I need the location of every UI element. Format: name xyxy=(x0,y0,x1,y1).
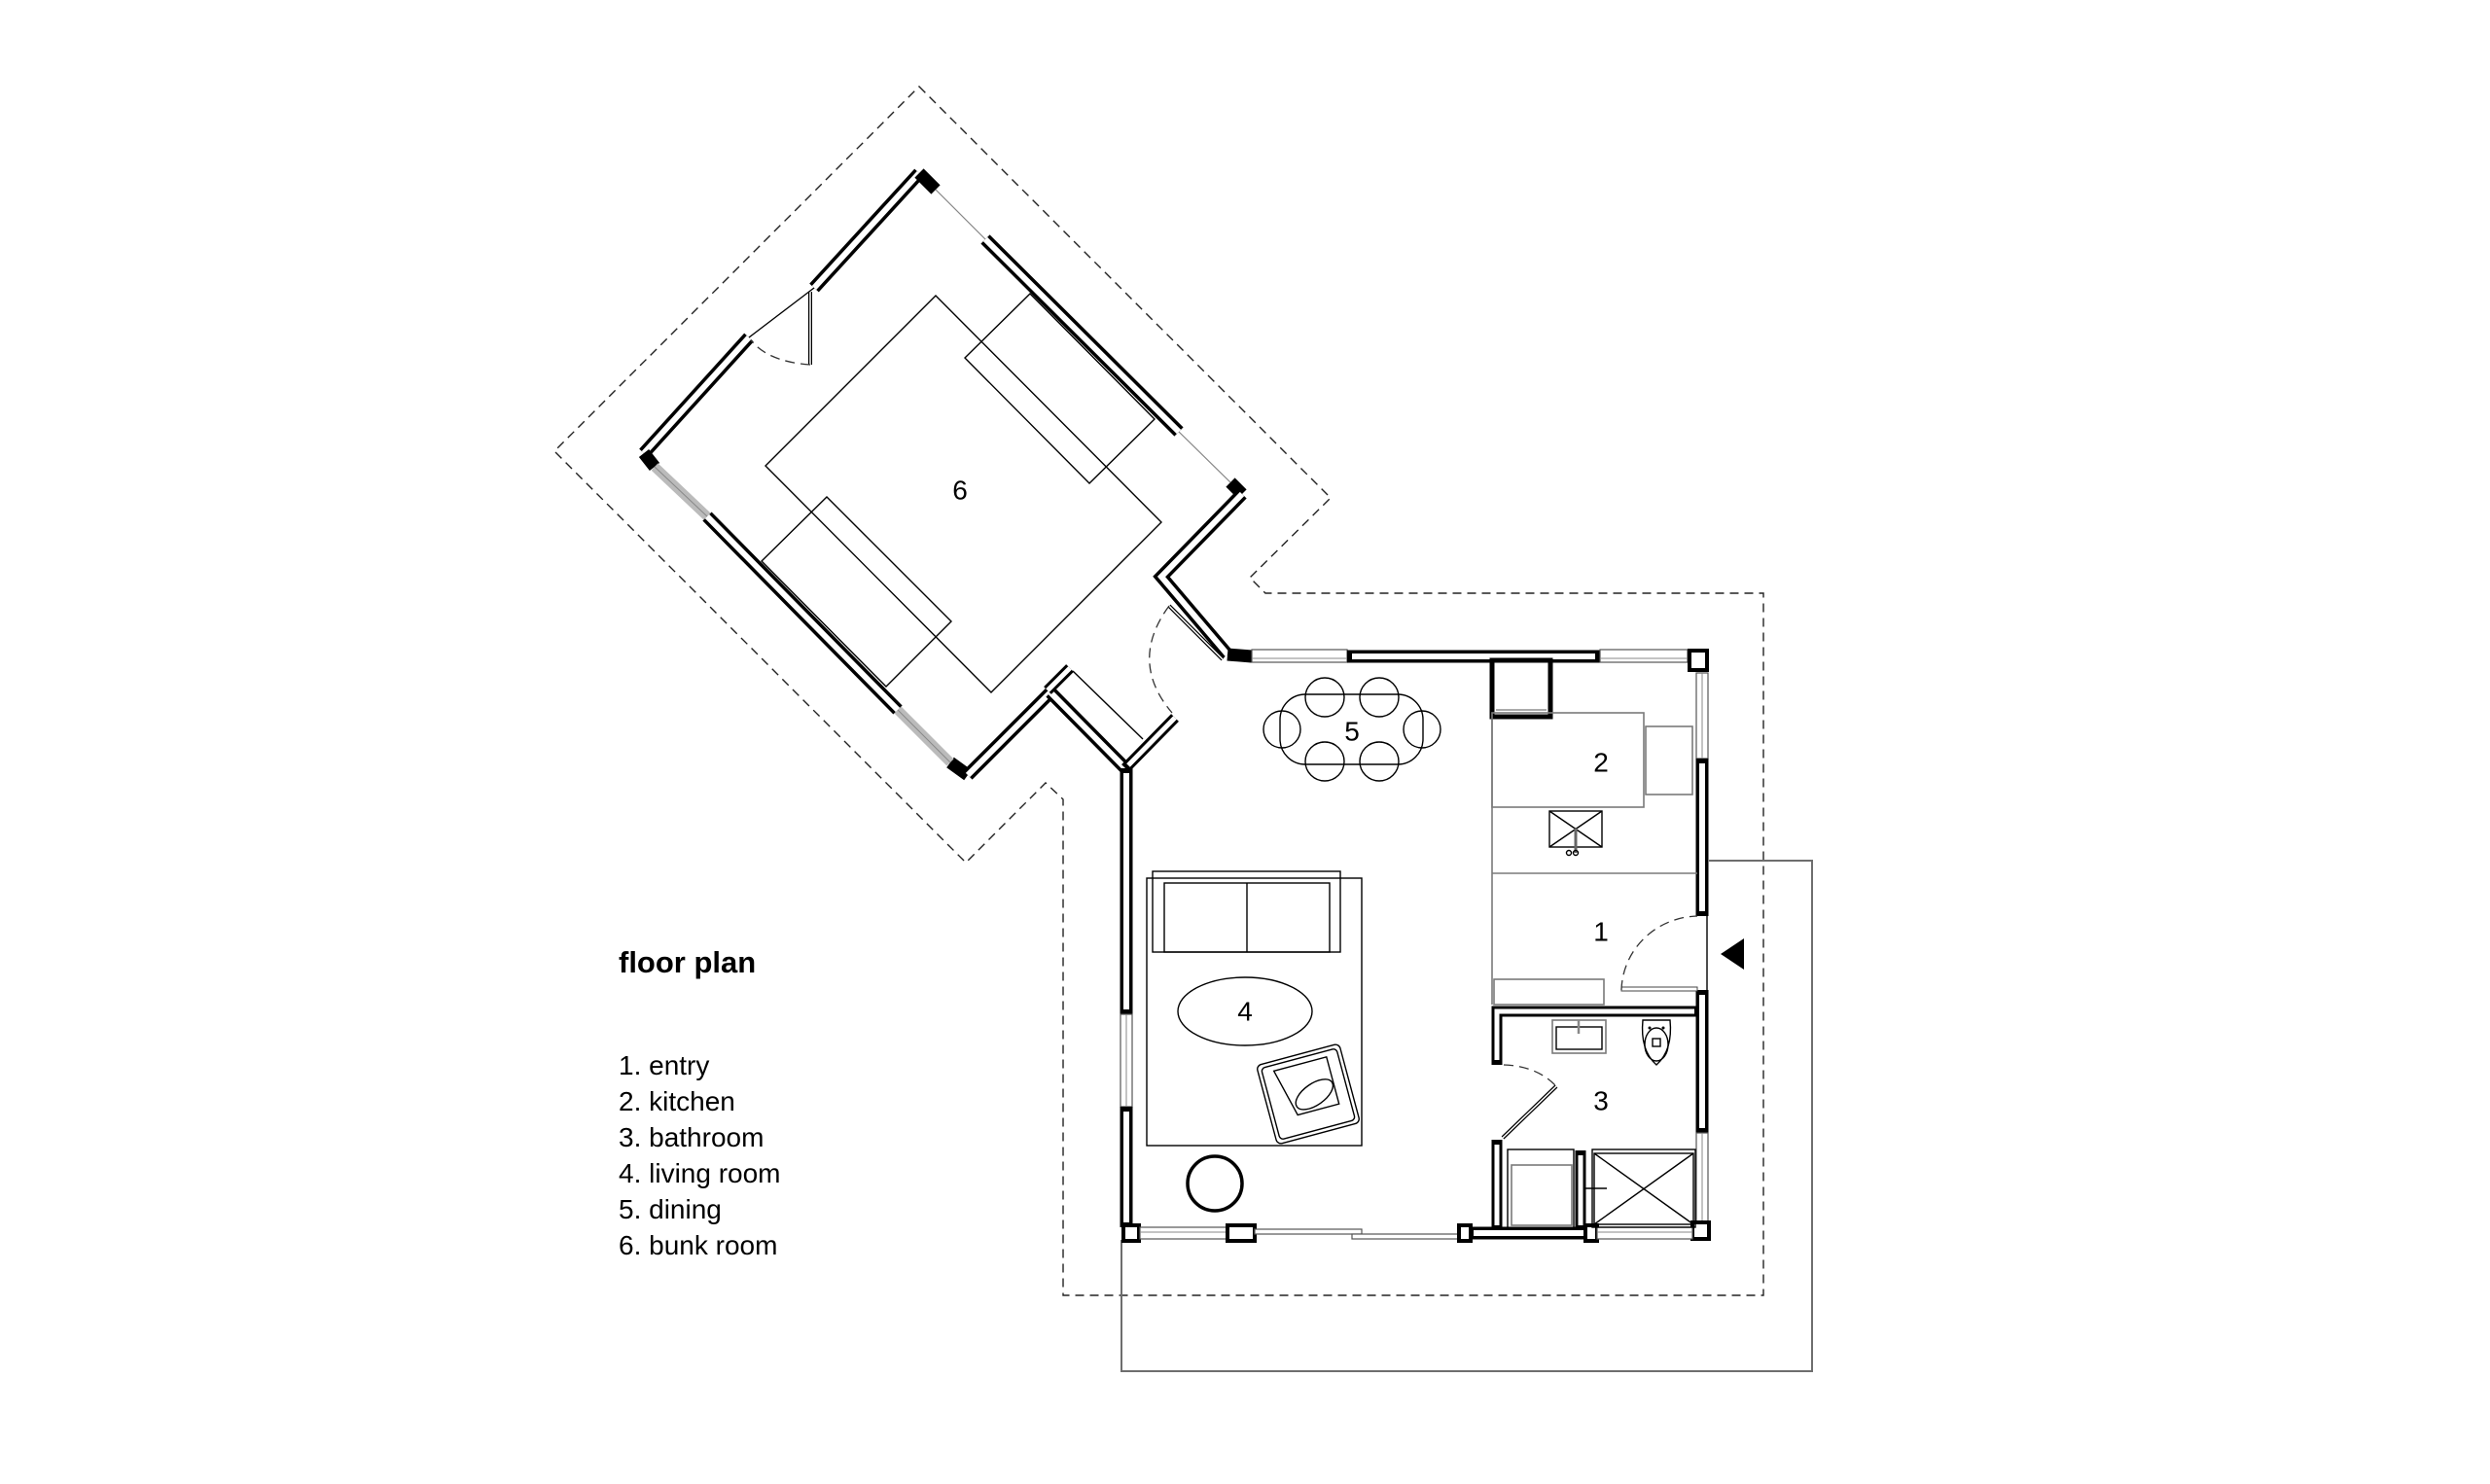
dining-set xyxy=(1263,677,1441,782)
bunk-wall-sw xyxy=(638,448,660,472)
bath-closet xyxy=(1507,1148,1575,1229)
legend-item-bathroom: 3. bathroom xyxy=(619,1122,764,1152)
room-label-dining: 5 xyxy=(1344,717,1360,747)
bath-door-swing xyxy=(1503,1064,1557,1087)
toilet-icon xyxy=(1641,1019,1672,1066)
room-label-bathroom: 3 xyxy=(1593,1086,1609,1116)
bunk-room xyxy=(638,168,1247,781)
stool xyxy=(1186,1154,1244,1213)
entry-door-leaf[interactable] xyxy=(1620,986,1698,992)
living-rug xyxy=(1146,877,1363,1147)
bunk-bed-upper xyxy=(964,293,1156,484)
bunk-room-door-swing xyxy=(750,339,811,366)
bunk-wall-ne xyxy=(914,168,941,194)
room-label-entry: 1 xyxy=(1593,917,1609,947)
sliding-door-panel-1[interactable] xyxy=(1254,1228,1363,1235)
sliding-door-panel-2[interactable] xyxy=(1351,1233,1460,1240)
corner-post-ne xyxy=(1688,649,1709,672)
legend-item-entry: 1. entry xyxy=(619,1050,709,1080)
bunk-bed-lower xyxy=(761,496,952,688)
dining-table xyxy=(1279,693,1424,765)
roof-outline xyxy=(553,86,1764,1296)
bunk-room-rug xyxy=(765,295,1162,693)
window-south-living xyxy=(1139,1226,1228,1240)
main-wall-north xyxy=(1227,648,1253,663)
connector-door-swing xyxy=(1149,605,1173,714)
connector-passage xyxy=(1044,604,1225,773)
main-house xyxy=(1120,648,1744,1243)
room-label-bunk-room: 6 xyxy=(952,476,968,506)
room-label-kitchen: 2 xyxy=(1593,748,1609,778)
kitchen-side-cabinet xyxy=(1645,725,1693,795)
legend-item-bunk-room: 6. bunk room xyxy=(619,1230,777,1260)
legend-item-living-room: 4. living room xyxy=(619,1158,781,1188)
corner-post-sw xyxy=(1121,1223,1141,1243)
entry-bench xyxy=(1493,978,1605,1006)
armchair xyxy=(1257,1043,1360,1145)
kitchen-sink-icon xyxy=(1548,810,1603,857)
drawing-title: floor plan xyxy=(619,945,756,979)
shower-icon xyxy=(1585,1148,1696,1228)
legend-item-dining: 5. dining xyxy=(619,1194,722,1224)
post-south-slider xyxy=(1226,1223,1257,1243)
washer-icon xyxy=(1511,1164,1573,1226)
coffee-table xyxy=(1177,976,1313,1046)
entry-arrow-icon xyxy=(1721,938,1744,970)
window-north-dining xyxy=(1251,649,1348,663)
legend-item-kitchen: 2. kitchen xyxy=(619,1086,735,1116)
legend: floor plan 1. entry 2. kitchen 3. bathro… xyxy=(619,945,781,1260)
kitchen-island xyxy=(1491,712,1645,808)
bunk-wall-east xyxy=(1153,489,1247,659)
entry-door-swing xyxy=(1620,915,1698,991)
window-south-bath xyxy=(1596,1226,1693,1240)
bath-sink-icon xyxy=(1551,1019,1607,1054)
room-label-living-room: 4 xyxy=(1237,997,1253,1027)
deck-outline xyxy=(1120,860,1813,1372)
tall-cabinet xyxy=(1489,657,1553,720)
window-north-kitchen xyxy=(1599,649,1689,663)
